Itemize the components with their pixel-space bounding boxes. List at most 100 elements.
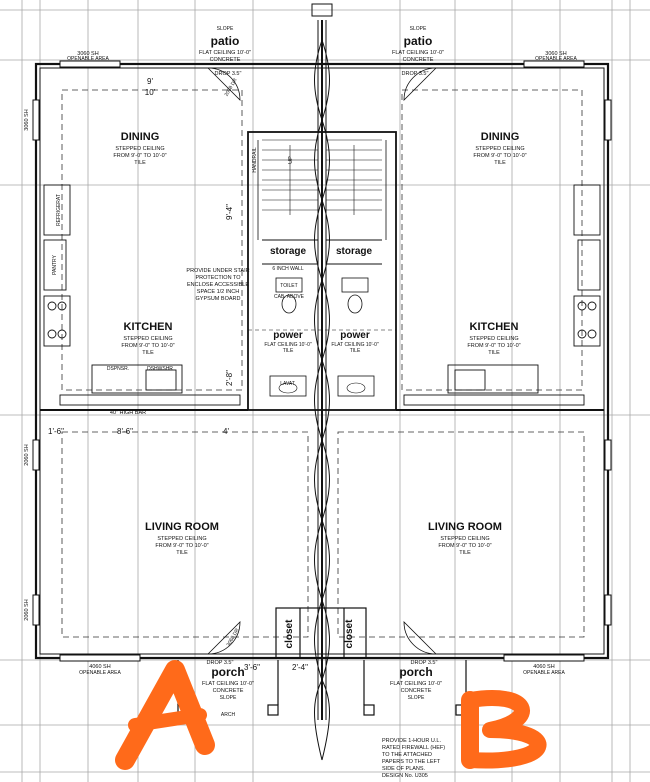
dim-24-a: 2'-4" — [292, 663, 308, 672]
power-line2-b: TILE — [350, 348, 361, 354]
dshwshr-a: DSHWSHR — [147, 366, 173, 372]
handwritten-markings — [115, 660, 547, 770]
living-line3-a: TILE — [176, 550, 188, 556]
dspnsr-a: DSPNSR. — [107, 366, 129, 372]
living-line2-a: FROM 9'-0" TO 10'-0" — [155, 543, 208, 549]
power-line1-a: FLAT CEILING 10'-0" — [264, 342, 312, 348]
kitchen-line2-a: FROM 9'-0" TO 10'-0" — [121, 343, 174, 349]
high-bar-a: 40" HIGH BAR — [110, 410, 146, 416]
stair-core — [247, 3, 397, 720]
wall-note-a: 6 INCH WALL — [272, 266, 303, 272]
living-line1-a: STEPPED CEILING — [157, 536, 206, 542]
firewall-curves — [314, 39, 330, 761]
storage-label-a: storage — [270, 246, 307, 257]
living-title-a: LIVING ROOM — [145, 521, 219, 533]
window-left-bottom-a-1: 2060 SH — [24, 444, 30, 465]
window-left-top-a: 3060 SH — [24, 109, 30, 130]
dining-line2-b: FROM 9'-0" TO 10'-0" — [473, 153, 526, 159]
porch-line1-b: FLAT CEILING 10'-0" — [390, 681, 442, 687]
refrig-a: REFRIGERAT — [56, 194, 62, 226]
stair-note-a-3: ENCLOSE ACCESSIBLE — [187, 282, 249, 288]
living-line2-b: FROM 9'-0" TO 10'-0" — [438, 543, 491, 549]
window-top-a-sub: OPENABLE AREA — [67, 56, 109, 62]
living-title-b: LIVING ROOM — [428, 521, 502, 533]
kitchen-line2-b: FROM 9'-0" TO 10'-0" — [467, 343, 520, 349]
patio-slope-a: SLOPE — [217, 26, 234, 32]
dining-line3-b: TILE — [494, 160, 506, 166]
dim-4-a: 4' — [223, 427, 229, 436]
firewall-note-1: PROVIDE 1-HOUR U.L. — [382, 738, 441, 744]
kitchen-line1-b: STEPPED CEILING — [469, 336, 518, 342]
dim-16-a: 1'-6" — [48, 427, 64, 436]
closet-label-a: closet — [284, 619, 295, 649]
firewall-note-4: PAPERS TO THE LEFT — [382, 759, 441, 765]
up-a: UP — [288, 156, 294, 164]
kitchen-line1-a: STEPPED CEILING — [123, 336, 172, 342]
patio-drop-b: DROP 3.5" — [402, 71, 429, 77]
patio-drop-a: DROP 3.5" — [215, 71, 242, 77]
living-line3-b: TILE — [459, 550, 471, 556]
porch-slope-a: SLOPE — [220, 695, 237, 701]
stair-note-a-1: PROVIDE UNDER STAIR — [186, 268, 249, 274]
firewall-note-5: SIDE OF PLANS. — [382, 766, 426, 772]
kitchen-title-b: KITCHEN — [470, 321, 519, 333]
storage-label-b: storage — [336, 246, 373, 257]
porch-title-b: porch — [399, 665, 432, 679]
door-swings — [207, 67, 437, 655]
patio-line1-a: FLAT CEILING 10'-0" — [199, 50, 251, 56]
power-line1-b: FLAT CEILING 10'-0" — [331, 342, 379, 348]
stair-note-a-2: PROTECTION TO — [195, 275, 241, 281]
handrail-a: HANDRAIL — [252, 147, 258, 173]
firewall-note: PROVIDE 1-HOUR U.L. RATED FIREWALL (HEF)… — [382, 738, 445, 779]
patio-slope-b: SLOPE — [410, 26, 427, 32]
porch-slope-b: SLOPE — [408, 695, 425, 701]
toilet-label-a: TOILET — [280, 283, 297, 289]
kitchen-fixtures — [43, 184, 601, 406]
dim-86-a: 8'-6" — [117, 427, 133, 436]
patio-title-b: patio — [404, 34, 433, 48]
window-left-bottom-a-2: 2060 SH — [24, 599, 30, 620]
power-line2-a: TILE — [283, 348, 294, 354]
windows — [32, 60, 612, 662]
porch-title-a: porch — [211, 665, 244, 679]
living-line1-b: STEPPED CEILING — [440, 536, 489, 542]
closet-label-b: closet — [344, 619, 355, 649]
patio-title-a: patio — [211, 34, 240, 48]
kitchen-line3-a: TILE — [142, 350, 154, 356]
window-top-b-sub: OPENABLE AREA — [535, 56, 577, 62]
window-bottom-a-sub: OPENABLE AREA — [79, 670, 121, 676]
firewall-note-2: RATED FIREWALL (HEF) — [382, 745, 445, 751]
dining-line2-a: FROM 9'-0" TO 10'-0" — [113, 153, 166, 159]
power-label-b: power — [340, 330, 370, 341]
dim-10-a: 10' — [145, 88, 156, 97]
unit-b-labels: patio SLOPE FLAT CEILING 10'-0" CONCRETE… — [331, 26, 577, 701]
window-bottom-b-sub: OPENABLE AREA — [523, 670, 565, 676]
patio-line2-b: CONCRETE — [403, 57, 434, 63]
patio-line1-b: FLAT CEILING 10'-0" — [392, 50, 444, 56]
porch-line2-b: CONCRETE — [401, 688, 432, 694]
firewall-note-3: TO THE ATTACHED — [382, 752, 432, 758]
door-2068-a: 2068 DR — [224, 77, 239, 97]
firewall-note-6: DESIGN No. U305 — [382, 773, 428, 779]
arch-label-a: ARCH — [221, 712, 236, 718]
pantry-a: PANTRY — [52, 254, 58, 274]
window-top-b-label: 3060 SH — [545, 51, 566, 57]
patio-line2-a: CONCRETE — [210, 57, 241, 63]
dim-28-a: 2'-8" — [225, 370, 234, 386]
dining-title-a: DINING — [121, 131, 160, 143]
stair-note-a-5: GYPSUM BOARD — [196, 296, 241, 302]
dining-line1-b: STEPPED CEILING — [475, 146, 524, 152]
unit-a-labels: patio SLOPE FLAT CEILING 10'-0" CONCRETE… — [24, 26, 312, 718]
power-label-a: power — [273, 330, 303, 341]
lavat-label-a: LAVAT. — [280, 381, 296, 387]
dim-94-a: 9'-4" — [225, 204, 234, 220]
dim-9-a: 9' — [147, 77, 153, 86]
dining-title-b: DINING — [481, 131, 520, 143]
porch-drop-b: DROP 3.5" — [411, 660, 438, 666]
kitchen-title-a: KITCHEN — [124, 321, 173, 333]
window-bottom-a-label: 4060 SH — [89, 664, 110, 670]
dim-36-a: 3'-6" — [244, 663, 260, 672]
dining-line3-a: TILE — [134, 160, 146, 166]
